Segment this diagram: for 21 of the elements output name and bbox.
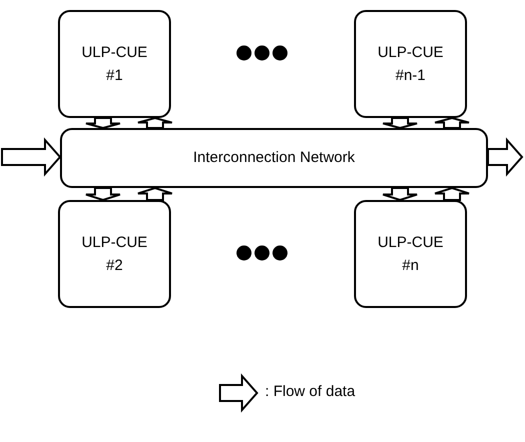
- node-label: ULP-CUE #n: [376, 232, 444, 276]
- legend-label: : Flow of data: [265, 383, 356, 400]
- flow-arrow: [382, 187, 418, 202]
- node-label: ULP-CUE #n-1: [376, 42, 444, 86]
- flow-arrow: [487, 137, 524, 177]
- flow-arrow: [1, 137, 62, 177]
- flow-arrow: [85, 187, 121, 202]
- unit-box: [354, 200, 467, 308]
- node-label: Interconnection Network: [193, 148, 355, 168]
- flow-arrow: [137, 116, 173, 129]
- unit-box: [58, 200, 171, 308]
- flow-arrow: [434, 186, 470, 201]
- flow-arrow: [382, 117, 418, 130]
- network-box: [60, 128, 488, 188]
- flow-arrow: [137, 186, 173, 201]
- node-label: ULP-CUE #1: [80, 42, 148, 86]
- flow-arrow: [85, 117, 121, 130]
- flow-arrow: [434, 116, 470, 129]
- node-label: ULP-CUE #2: [80, 232, 148, 276]
- unit-box: [58, 10, 171, 118]
- unit-box: [354, 10, 467, 118]
